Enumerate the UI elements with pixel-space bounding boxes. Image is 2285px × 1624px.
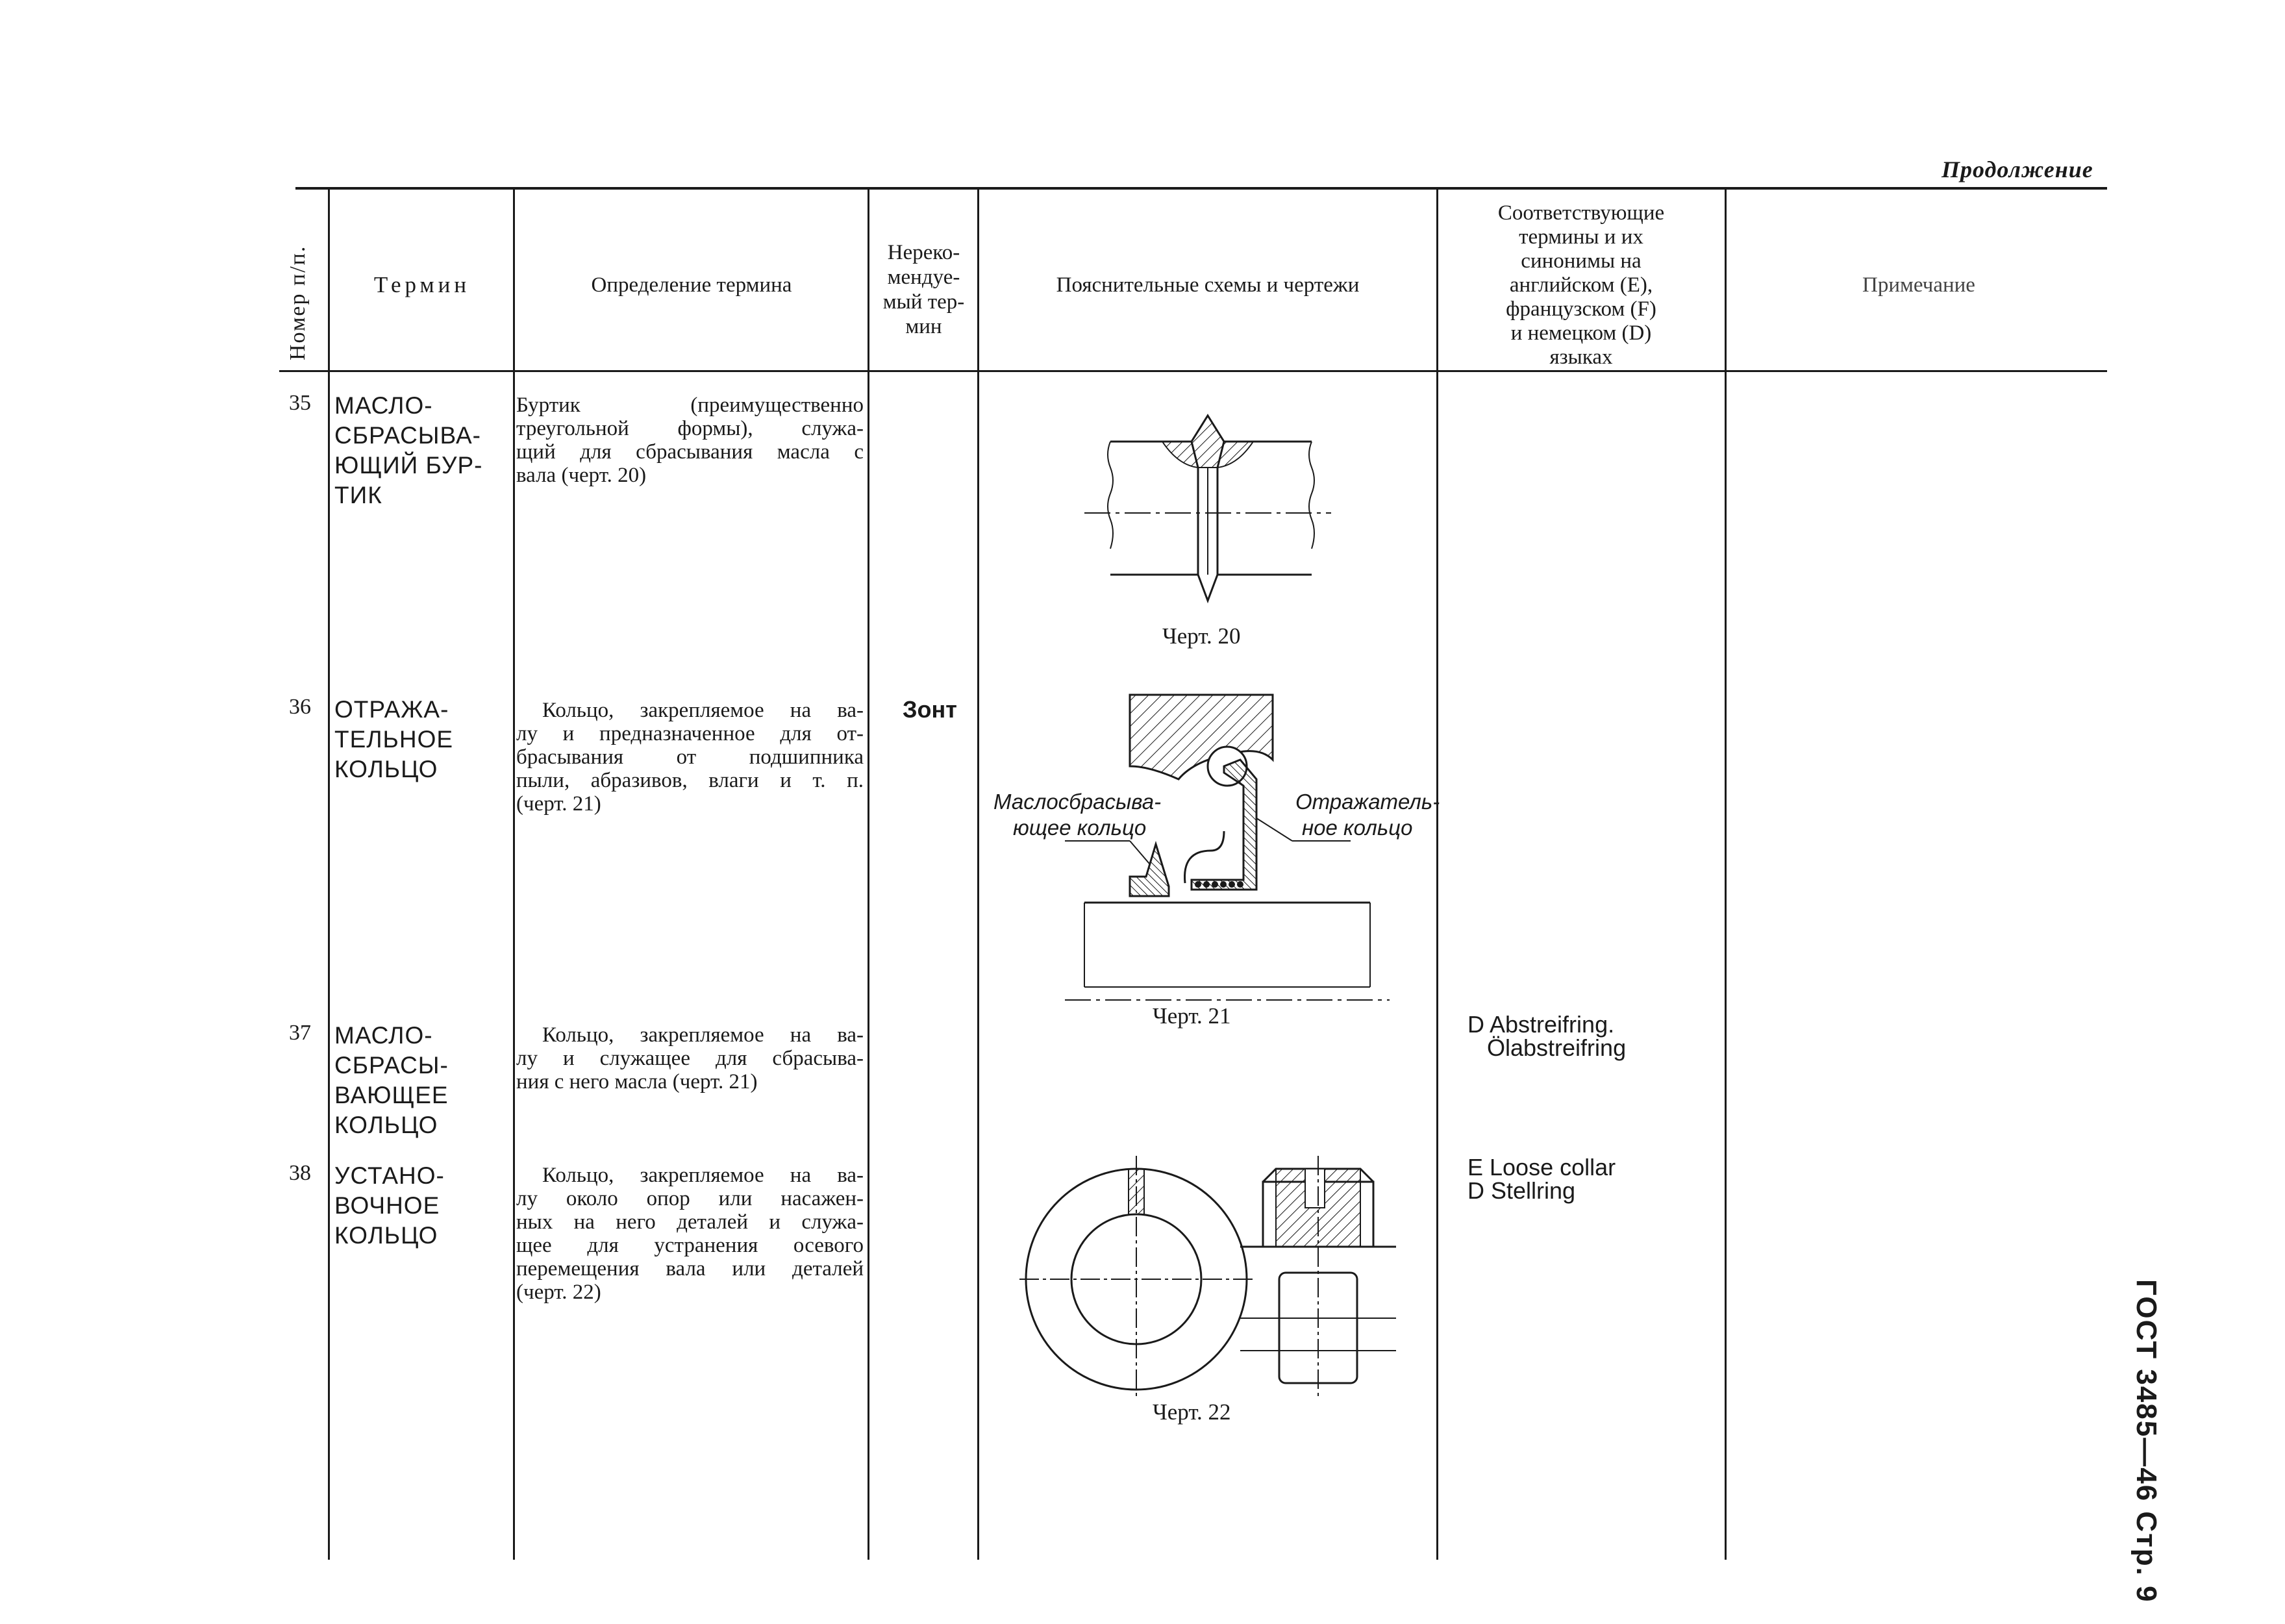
- side-standard-code: ГОСТ 3485—46 Стр. 9: [2130, 1279, 2162, 1603]
- column-divider: [328, 190, 330, 1560]
- figure-22-caption: Черт. 22: [1153, 1399, 1231, 1425]
- row-term: ОТРАЖА- ТЕЛЬНОЕ КОЛЬЦО: [334, 696, 454, 782]
- row-number: 35: [289, 391, 311, 415]
- figure-21-drawing: [1065, 693, 1390, 1001]
- row-number: 36: [289, 695, 311, 719]
- table-header-rule: [279, 370, 2107, 372]
- header-nonrecommended: Нереко- мендуе- мый тер- мин: [882, 241, 965, 338]
- row-definition: Кольцо, закрепляемое на ва- лу и предназ…: [516, 699, 864, 816]
- figure-21-label-deflector-ring: Отражатель- ное кольцо: [1295, 790, 1440, 840]
- continued-label: Продолжение: [1942, 156, 2093, 182]
- figure-22-drawing: [1019, 1156, 1396, 1396]
- header-synonyms: Соответствующие термины и их синонимы на…: [1497, 201, 1665, 369]
- row-term: МАСЛО- СБРАСЫ- ВАЮЩЕЕ КОЛЬЦО: [334, 1022, 449, 1138]
- column-divider: [513, 190, 515, 1560]
- column-divider: [977, 190, 979, 1560]
- column-divider: [868, 190, 869, 1560]
- column-divider: [1725, 190, 1727, 1560]
- figure-20-drawing: [1084, 414, 1331, 604]
- column-divider: [1436, 190, 1438, 1560]
- row-term: УСТАНО- ВОЧНОЕ КОЛЬЦО: [334, 1162, 445, 1249]
- figure-21-label-oil-ring: Маслосбрасыва- ющее кольцо: [993, 790, 1162, 840]
- row-term: МАСЛО- СБРАСЫВА- ЮЩИЙ БУР- ТИК: [334, 392, 483, 508]
- figure-20-caption: Черт. 20: [1162, 623, 1241, 649]
- row-synonyms: D Abstreifring. Ölabstreifring: [1467, 1011, 1627, 1061]
- row-definition: Кольцо, закрепляемое на ва- лу и служаще…: [516, 1023, 864, 1093]
- table-top-rule: [295, 187, 2107, 190]
- header-schemes: Пояснительные схемы и чертежи: [1056, 273, 1360, 297]
- row-nonrecommended: Зонт: [903, 696, 957, 723]
- row-definition: Буртик (преимущественно треугольной форм…: [516, 394, 864, 487]
- header-note: Примечание: [1862, 273, 1975, 297]
- header-number: Номер п/п.: [286, 245, 310, 360]
- row-definition: Кольцо, закрепляемое на ва- лу около опо…: [516, 1164, 864, 1304]
- figure-21-caption: Черт. 21: [1153, 1003, 1231, 1029]
- row-synonyms: E Loose collar D Stellring: [1467, 1154, 1616, 1204]
- row-number: 38: [289, 1161, 311, 1185]
- header-term: Термин: [373, 272, 471, 297]
- row-number: 37: [289, 1021, 311, 1045]
- header-definition: Определение термина: [591, 273, 792, 297]
